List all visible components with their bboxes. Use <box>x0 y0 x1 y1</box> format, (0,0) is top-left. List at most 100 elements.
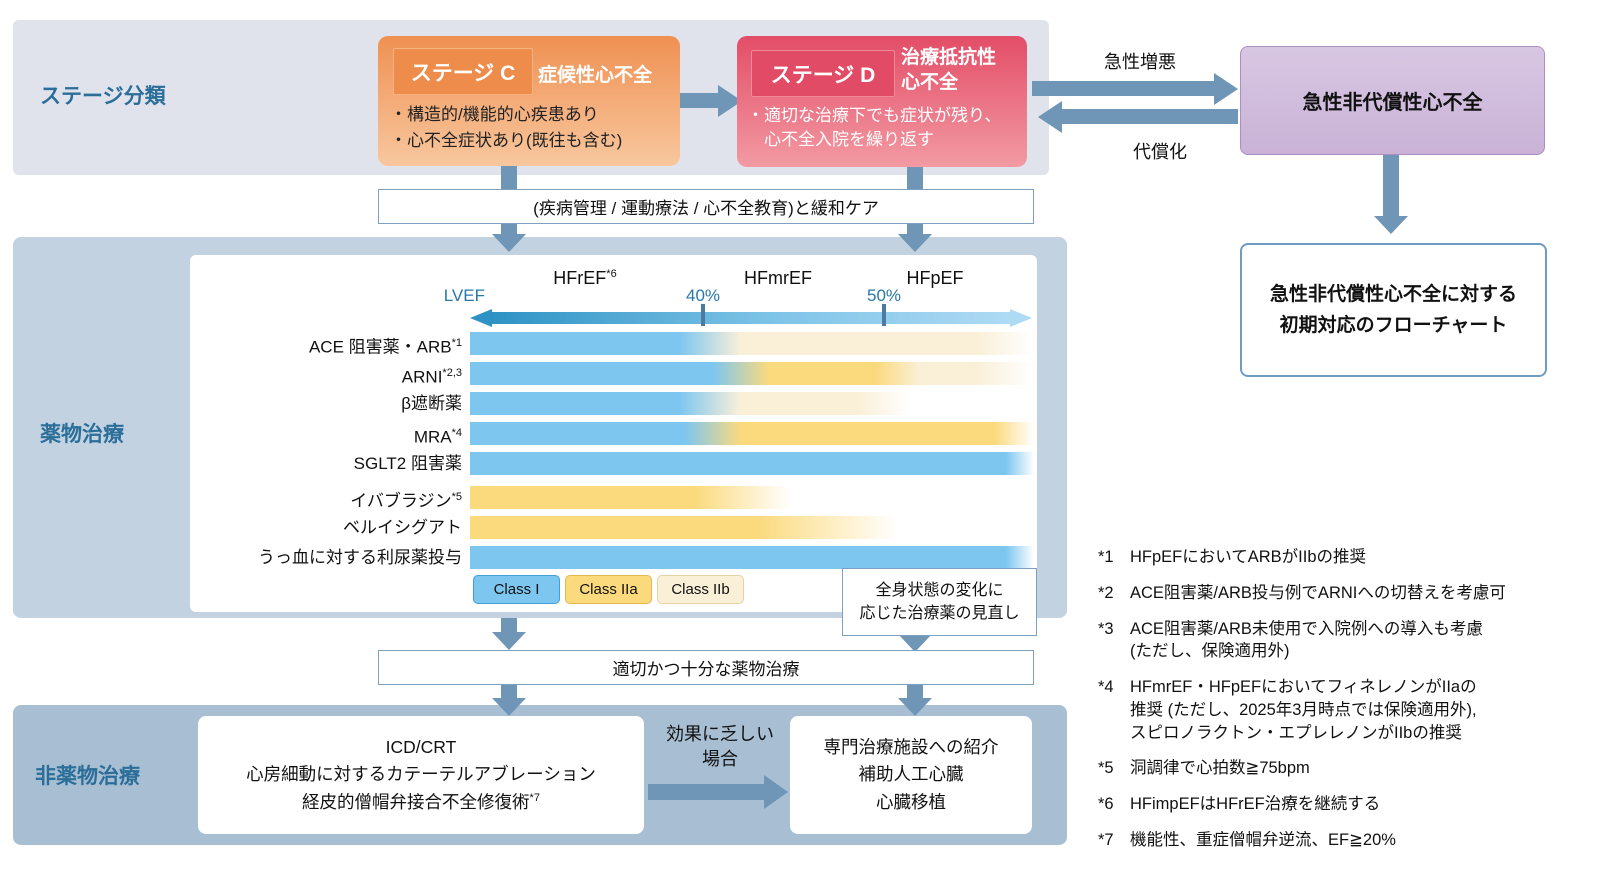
arrow-down-right-head-icon <box>898 234 932 252</box>
stage-d-badge: ステージ D <box>751 50 895 97</box>
footnote-item: *3 ACE阻害薬/ARB未使用で入院例への導入も考慮 (ただし、保険適用外) <box>1098 618 1578 664</box>
drug-label: ARNI*2,3 <box>401 367 462 387</box>
footnote-marker: *2 <box>1098 583 1114 602</box>
chart-row: ACE 阻害薬・ARB*1 <box>190 332 1034 357</box>
drug-label: MRA*4 <box>413 427 462 447</box>
chart-row: β遮断薬 <box>190 392 1034 415</box>
tick-50-label: 50% <box>866 286 902 305</box>
legend-class-i: Class I <box>473 575 560 604</box>
acute-worsening-label: 急性増悪 <box>1104 52 1176 72</box>
tick-50-mark <box>882 304 886 326</box>
arrow-band-to-adequate-left-head-icon <box>492 632 526 650</box>
arrow-adequate-down-right-head-icon <box>898 698 932 716</box>
footnote-marker: *7 <box>1098 830 1114 849</box>
chart-row: イバブラジン*5 <box>190 486 1034 511</box>
axis-arrowhead-right-icon <box>1010 309 1032 327</box>
arrow-ineffective-icon <box>648 784 764 800</box>
drug-label: うっ血に対する利尿薬投与 <box>258 548 462 567</box>
drug-chart-panel: HFrEF*6 HFmrEF HFpEF LVEF 40% 50% ACE 阻害… <box>190 255 1037 612</box>
hfpef-header: HFpEF <box>906 268 964 288</box>
hfmref-header: HFmrEF <box>744 268 812 288</box>
footnote-item: *4 HFmrEF・HFpEFにおいてフィネレノンがIIaの 推奨 (ただし、20… <box>1098 676 1578 744</box>
stage-d-bullets: ・適切な治療下でも症状が残り、 心不全入院を繰り返す <box>747 106 1002 149</box>
lvef-axis-line <box>492 312 1010 324</box>
drug-label: イバブラジン*5 <box>350 491 462 511</box>
legend-class-iib: Class IIb <box>657 575 744 604</box>
advanced-therapy-box: 専門治療施設への紹介 補助人工心臓 心臓移植 <box>790 716 1032 834</box>
chart-row: MRA*4 <box>190 422 1034 447</box>
footnote-text: ACE阻害薬/ARB未使用で入院例への導入も考慮 (ただし、保険適用外) <box>1130 619 1483 661</box>
recommendation-bar <box>470 332 1034 355</box>
adhf-flowchart-box: 急性非代償性心不全に対する 初期対応のフローチャート <box>1240 243 1547 377</box>
footnote-text: 機能性、重症僧帽弁逆流、EF≧20% <box>1130 830 1396 849</box>
device-therapy-box: ICD/CRT 心房細動に対するカテーテルアブレーション 経皮的僧帽弁接合不全修… <box>198 716 644 834</box>
lvef-axis-label: LVEF <box>443 286 485 305</box>
drug-label: SGLT2 阻害薬 <box>353 454 462 473</box>
stage-c-title: 症候性心不全 <box>538 65 653 86</box>
recommendation-bar <box>470 516 1034 539</box>
footnotes: *1 HFpEFにおいてARBがIIbの推奨 *2 ACE阻害薬/ARB投与例でARN… <box>1098 546 1578 865</box>
tick-40-label: 40% <box>685 286 721 305</box>
arrow-adhf-down-icon <box>1383 153 1399 218</box>
arrow-down-left-head-icon <box>492 234 526 252</box>
arrow-adequate-down-left-head-icon <box>492 698 526 716</box>
arrow-systemic-to-adequate-head-icon <box>898 634 932 652</box>
footnote-item: *6 HFimpEFはHFrEF治療を継続する <box>1098 793 1578 816</box>
chart-row: うっ血に対する利尿薬投与 <box>190 546 1034 569</box>
axis-arrowhead-left-icon <box>470 309 492 327</box>
recommendation-bar <box>470 392 1034 415</box>
footnote-marker: *3 <box>1098 619 1114 638</box>
stage-c-bullets: ・構造的/機能的心疾患あり ・心不全症状あり(既往も含む) <box>390 105 623 150</box>
tick-40-mark <box>701 304 705 326</box>
chart-row: ベルイシグアト <box>190 516 1034 539</box>
device-line2: 心房細動に対するカテーテルアブレーション <box>246 764 596 785</box>
drug-label: ACE 阻害薬・ARB*1 <box>308 337 462 357</box>
management-box: (疾病管理 / 運動療法 / 心不全教育)と緩和ケア <box>378 189 1034 224</box>
footnote-text: HFimpEFはHFrEF治療を継続する <box>1130 795 1381 814</box>
footnote-text: HFmrEF・HFpEFにおいてフィネレノンがIIaの 推奨 (ただし、2025… <box>1130 678 1477 742</box>
chart-row: ARNI*2,3 <box>190 362 1034 387</box>
footnote-marker: *1 <box>1098 548 1114 566</box>
stage-d-box: ステージ D 治療抵抗性 心不全 ・適切な治療下でも症状が残り、 心不全入院を繰… <box>737 36 1027 167</box>
arrow-band-to-adequate-left-icon <box>501 618 517 634</box>
footnote-item: *7 機能性、重症僧帽弁逆流、EF≧20% <box>1098 829 1578 852</box>
systemic-review-box: 全身状態の変化に 応じた治療薬の見直し <box>842 568 1037 636</box>
device-line1: ICD/CRT <box>385 737 457 758</box>
footnote-text: HFpEFにおいてARBがIIbの推奨 <box>1130 548 1367 566</box>
arrow-c-to-d-icon <box>676 93 720 108</box>
recommendation-bar <box>470 452 1034 475</box>
drug-label: ベルイシグアト <box>343 518 462 537</box>
recommendation-bar <box>470 362 1034 385</box>
arrow-adhf-down-head-icon <box>1374 216 1408 234</box>
drug-section-label: 薬物治療 <box>40 423 124 446</box>
recommendation-bar <box>470 486 1034 509</box>
arrow-ineffective-head-icon <box>764 775 788 809</box>
footnote-item: *1 HFpEFにおいてARBがIIbの推奨 <box>1098 546 1578 569</box>
arrow-worsen-head-icon <box>1214 73 1238 105</box>
footnote-text: 洞調律で心拍数≧75bpm <box>1130 759 1310 778</box>
arrow-adequate-down-right-icon <box>907 683 923 700</box>
stage-d-title: 治療抵抗性 心不全 <box>901 47 997 93</box>
stage-c-box: ステージ C 症候性心不全 ・構造的/機能的心疾患あり ・心不全症状あり(既往も… <box>378 36 680 166</box>
drug-label: β遮断薬 <box>401 394 462 413</box>
footnote-item: *5 洞調律で心拍数≧75bpm <box>1098 757 1578 780</box>
footnote-marker: *4 <box>1098 678 1114 697</box>
hfref-header: HFrEF*6 <box>553 268 617 288</box>
footnote-marker: *5 <box>1098 759 1114 778</box>
nondrug-section-label: 非薬物治療 <box>35 765 140 788</box>
adhf-box-label: 急性非代償性心不全 <box>1302 92 1483 114</box>
ineffective-label: 効果に乏しい 場合 <box>666 724 774 770</box>
footnote-item: *2 ACE阻害薬/ARB投与例でARNIへの切替えを考慮可 <box>1098 582 1578 605</box>
footnote-marker: *6 <box>1098 795 1114 814</box>
arrow-compensate-head-icon <box>1038 101 1062 133</box>
recommendation-bar <box>470 422 1034 445</box>
legend-class-iia: Class IIa <box>565 575 652 604</box>
stage-c-badge: ステージ C <box>393 48 533 95</box>
adhf-box: 急性非代償性心不全 <box>1240 46 1545 155</box>
footnote-text: ACE阻害薬/ARB投与例でARNIへの切替えを考慮可 <box>1130 583 1506 602</box>
chart-row: SGLT2 阻害薬 <box>190 452 1034 475</box>
arrow-worsen-icon <box>1032 81 1214 96</box>
device-line3: 経皮的僧帽弁接合不全修復術*7 <box>302 791 540 812</box>
